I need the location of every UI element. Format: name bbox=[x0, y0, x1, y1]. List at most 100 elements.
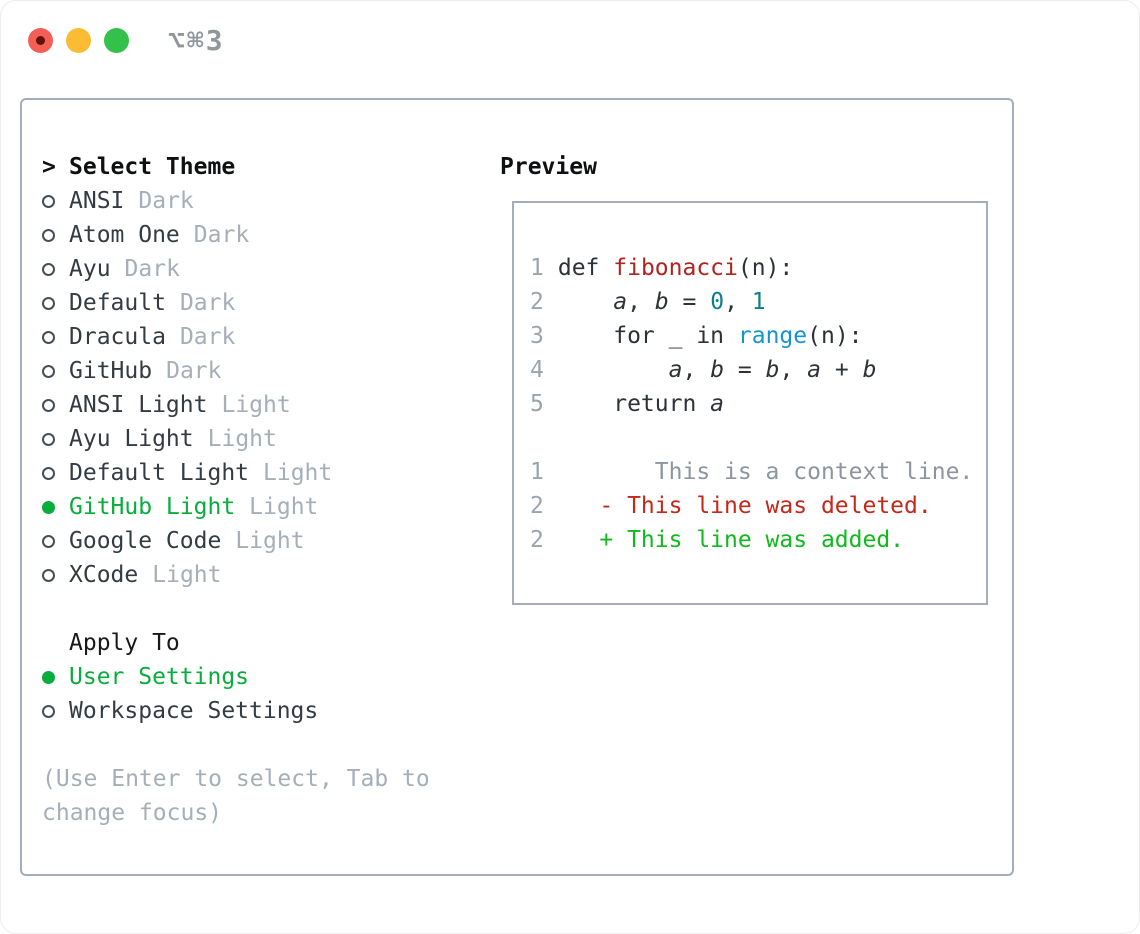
code-token: a bbox=[807, 357, 822, 383]
code-token: , bbox=[627, 289, 655, 315]
code-token: 0 bbox=[710, 289, 725, 315]
code-token: This is a context line. bbox=[544, 459, 974, 485]
radio-icon bbox=[42, 228, 69, 242]
hint-text: (Use Enter to select, Tab to bbox=[42, 766, 430, 792]
line-number: 1 bbox=[530, 459, 544, 485]
spacer bbox=[42, 728, 430, 762]
theme-variant-label: Light bbox=[235, 528, 305, 554]
code-line: 3 for _ in range(n): bbox=[530, 319, 986, 353]
radio-icon bbox=[42, 330, 69, 344]
diff-line: 2 + This line was added. bbox=[530, 523, 986, 557]
code-token: a bbox=[613, 289, 628, 315]
radio-icon bbox=[42, 398, 69, 412]
theme-option-label: Google Code bbox=[69, 528, 222, 554]
radio-icon bbox=[42, 262, 69, 276]
code-token: = bbox=[668, 289, 711, 315]
theme-option-atom-one[interactable]: Atom One Dark bbox=[42, 218, 430, 252]
code-line: 2 a, b = 0, 1 bbox=[530, 285, 986, 319]
code-token: - This line was deleted. bbox=[544, 493, 932, 519]
code-token: (n): bbox=[807, 323, 863, 349]
theme-option-label: ANSI bbox=[69, 188, 125, 214]
select-theme-title: Select Theme bbox=[69, 154, 236, 180]
zoom-button[interactable] bbox=[104, 28, 129, 53]
spacer bbox=[42, 592, 430, 626]
radio-icon bbox=[42, 704, 69, 718]
line-number: 2 bbox=[530, 527, 544, 553]
code-token: b bbox=[765, 357, 780, 383]
theme-option-google-code[interactable]: Google Code Light bbox=[42, 524, 430, 558]
keyboard-hint: (Use Enter to select, Tab to change focus… bbox=[42, 762, 430, 830]
code-token: a bbox=[710, 391, 725, 417]
theme-variant-label: Dark bbox=[138, 188, 194, 214]
code-token bbox=[544, 285, 613, 319]
theme-option-label: XCode bbox=[69, 562, 139, 588]
apply-option-user-settings[interactable]: User Settings bbox=[42, 660, 430, 694]
prompt-caret-icon: > bbox=[42, 154, 56, 180]
line-number: 3 bbox=[530, 323, 544, 349]
select-theme-header: > Select Theme bbox=[42, 150, 430, 184]
code-token: , bbox=[779, 357, 808, 383]
apply-to-header: Apply To bbox=[42, 626, 430, 660]
code-token: for _ in bbox=[544, 323, 738, 349]
code-line: 5 return a bbox=[530, 387, 986, 421]
theme-option-label: Dracula bbox=[69, 324, 166, 350]
theme-option-ansi[interactable]: ANSI Dark bbox=[42, 184, 430, 218]
preview-title: Preview bbox=[500, 154, 597, 180]
code-token: def bbox=[544, 255, 614, 281]
line-number: 1 bbox=[530, 255, 544, 281]
theme-variant-label: Dark bbox=[124, 256, 180, 282]
radio-icon bbox=[42, 534, 69, 548]
theme-variant-label: Dark bbox=[193, 222, 250, 248]
theme-variant-label: Dark bbox=[166, 358, 222, 384]
code-token: fibonacci bbox=[613, 255, 738, 281]
code-token: 1 bbox=[751, 289, 766, 315]
hint-text: change focus) bbox=[42, 800, 223, 826]
code-token: = bbox=[724, 357, 766, 383]
theme-variant-label: Dark bbox=[179, 324, 236, 350]
theme-option-default[interactable]: Default Dark bbox=[42, 286, 430, 320]
code-token: (n): bbox=[737, 255, 794, 281]
apply-option-workspace-settings[interactable]: Workspace Settings bbox=[42, 694, 430, 728]
diff-line: 2 - This line was deleted. bbox=[530, 489, 986, 523]
diff-line: 1 This is a context line. bbox=[530, 455, 986, 489]
minimize-button[interactable] bbox=[66, 28, 91, 53]
code-token: return bbox=[544, 391, 711, 417]
line-number: 2 bbox=[530, 493, 544, 519]
theme-option-label: GitHub Light bbox=[69, 494, 236, 520]
title-bar: ⌥⌘3 bbox=[28, 24, 225, 57]
theme-option-label: Ayu Light bbox=[69, 426, 194, 452]
theme-option-dracula[interactable]: Dracula Dark bbox=[42, 320, 430, 354]
theme-variant-label: Dark bbox=[179, 290, 236, 316]
radio-icon bbox=[42, 568, 69, 582]
theme-option-label: ANSI Light bbox=[69, 392, 208, 418]
apply-to-title: Apply To bbox=[69, 630, 180, 656]
radio-icon bbox=[42, 364, 69, 378]
apply-option-label: Workspace Settings bbox=[69, 698, 319, 724]
theme-option-label: Atom One bbox=[69, 222, 180, 248]
radio-selected-icon bbox=[42, 500, 69, 514]
window-title-shortcut: ⌥⌘3 bbox=[168, 24, 225, 57]
theme-option-label: Default Light bbox=[69, 460, 250, 486]
code-token: b bbox=[862, 357, 877, 383]
theme-option-label: Default bbox=[69, 290, 166, 316]
close-button[interactable] bbox=[28, 28, 53, 53]
code-line: 1 def fibonacci(n): bbox=[530, 251, 986, 285]
code-token: , bbox=[682, 357, 711, 383]
code-token: , bbox=[724, 289, 752, 315]
code-token: b bbox=[710, 357, 725, 383]
code-token bbox=[544, 353, 669, 387]
line-number: 4 bbox=[530, 357, 544, 383]
line-number: 2 bbox=[530, 289, 544, 315]
code-token: + This line was added. bbox=[544, 527, 905, 553]
